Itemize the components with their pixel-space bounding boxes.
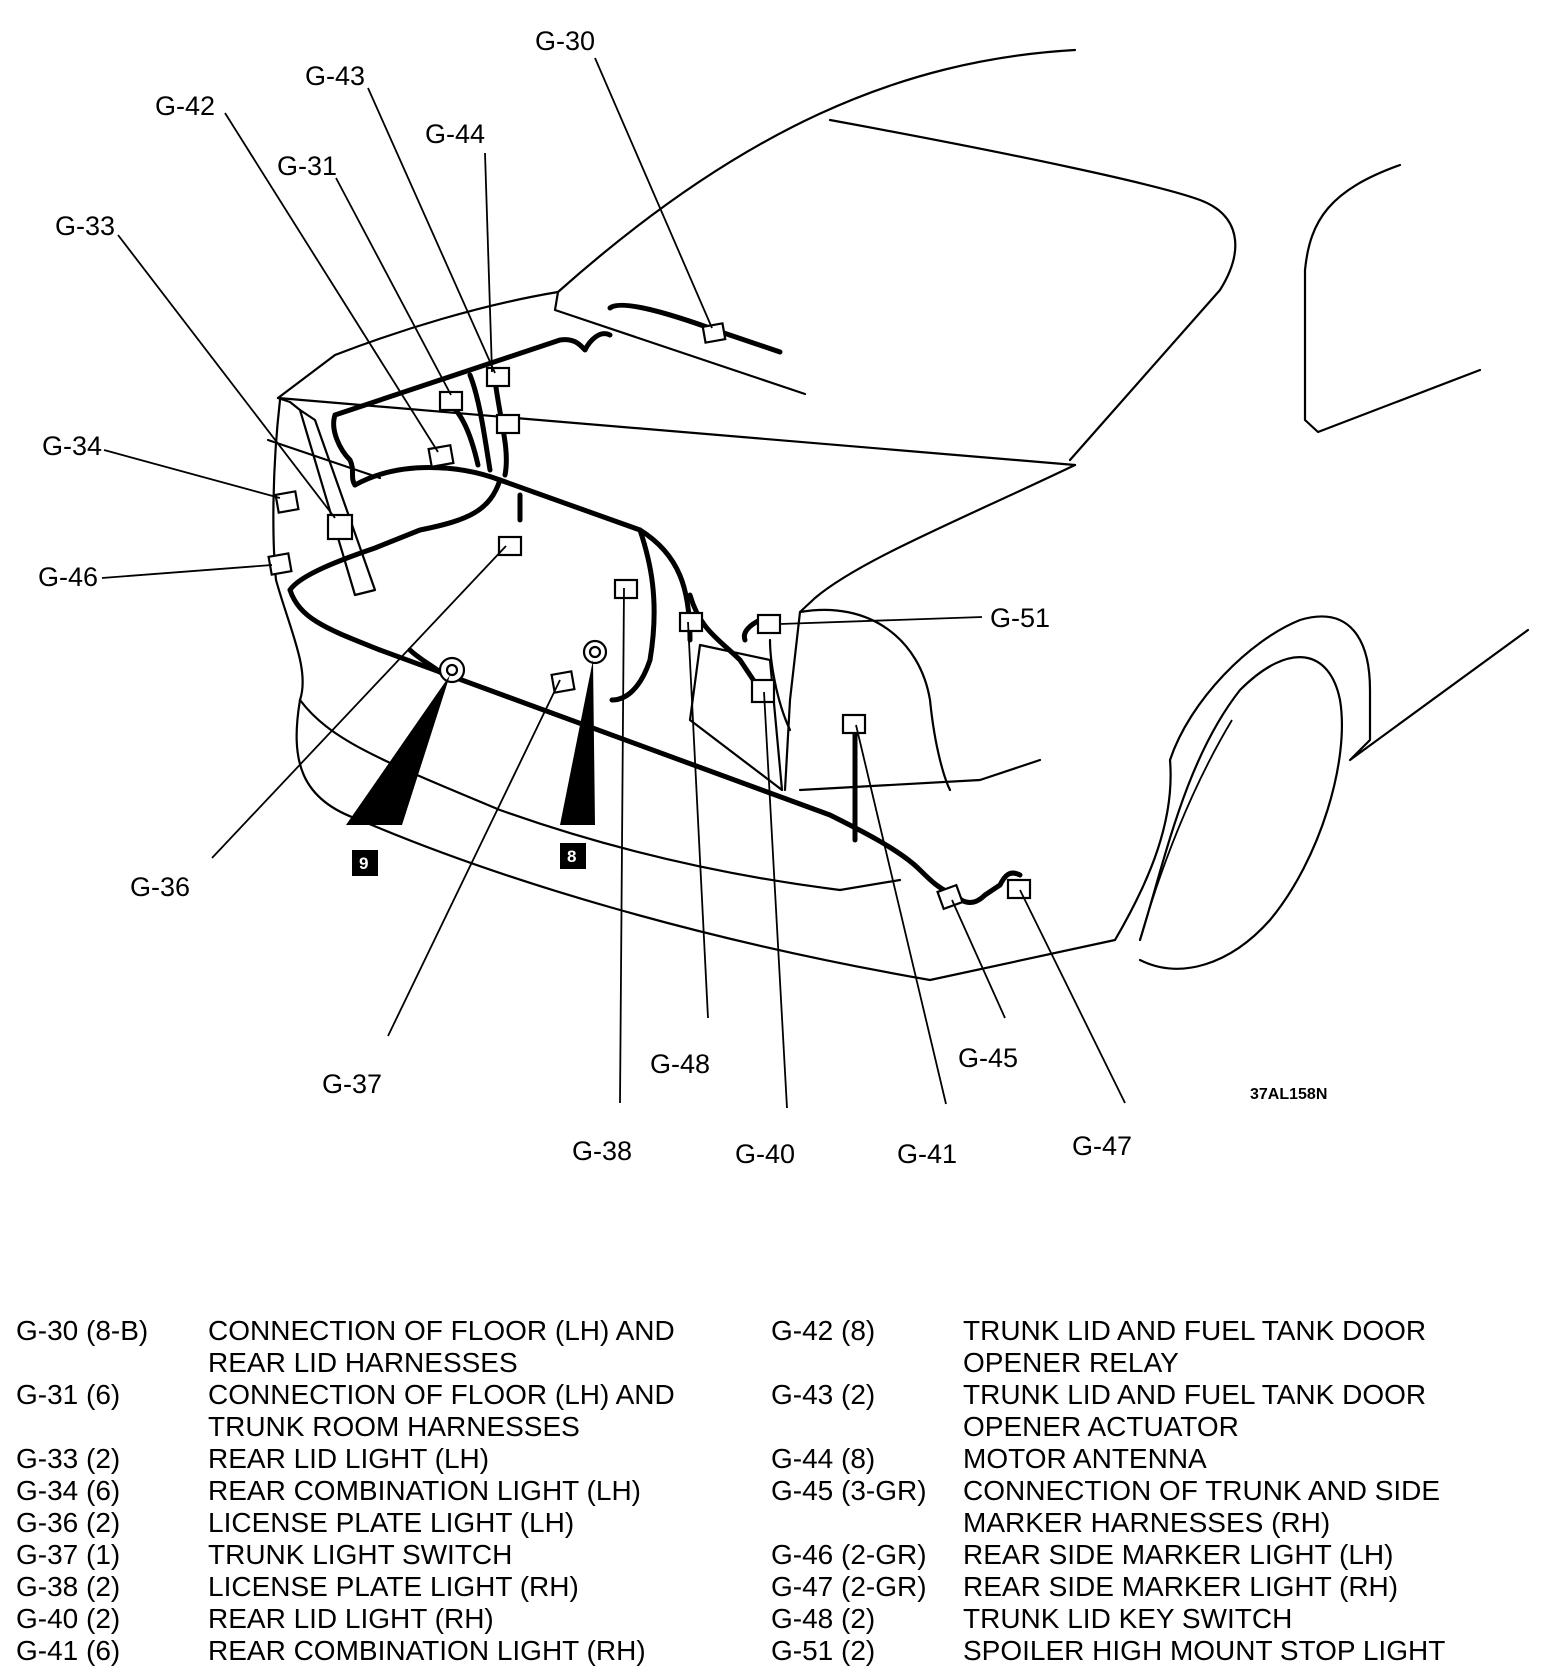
- legend-connector-description: CONNECTION OF FLOOR (LH) AND REAR LID HA…: [208, 1315, 675, 1378]
- callout-g37: G-37: [322, 1069, 382, 1099]
- legend-row: G-33 (2) REAR LID LIGHT (LH): [16, 1443, 706, 1475]
- callout-g38: G-38: [572, 1136, 632, 1166]
- legend-connector-description: TRUNK LID AND FUEL TANK DOOR OPENER ACTU…: [963, 1379, 1427, 1442]
- badge-8: 8: [560, 843, 586, 869]
- legend-connector-code: G-44 (8): [771, 1443, 876, 1474]
- legend-connector-description: REAR COMBINATION LIGHT (LH): [208, 1475, 642, 1506]
- legend-connector-code: G-43 (2): [771, 1379, 876, 1410]
- connectors: [267, 322, 1032, 911]
- legend-connector-code: G-36 (2): [16, 1507, 121, 1538]
- legend-row: G-48 (2) TRUNK LID KEY SWITCH: [771, 1603, 1471, 1635]
- callout-g41: G-41: [897, 1139, 957, 1169]
- legend-connector-description: REAR LID LIGHT (LH): [208, 1443, 490, 1474]
- callout-g46: G-46: [38, 562, 98, 592]
- callout-g42: G-42: [155, 91, 215, 121]
- legend-row: G-42 (8) TRUNK LID AND FUEL TANK DOOR OPE…: [771, 1315, 1471, 1379]
- legend-row: G-37 (1) TRUNK LIGHT SWITCH: [16, 1539, 706, 1571]
- legend-connector-description: TRUNK LID AND FUEL TANK DOOR OPENER RELA…: [963, 1315, 1427, 1378]
- legend-connector-description: TRUNK LID KEY SWITCH: [963, 1603, 1293, 1634]
- leader-lines: [101, 57, 1126, 1109]
- legend-row: G-36 (2) LICENSE PLATE LIGHT (LH): [16, 1507, 706, 1539]
- legend-connector-description: LICENSE PLATE LIGHT (LH): [208, 1507, 575, 1538]
- legend-connector-code: G-51 (2): [771, 1635, 876, 1666]
- legend-connector-code: G-38 (2): [16, 1571, 121, 1602]
- legend-connector-description: LICENSE PLATE LIGHT (RH): [208, 1571, 579, 1602]
- callout-g34: G-34: [42, 431, 102, 461]
- pointer-triangles: [346, 660, 595, 825]
- callout-g43: G-43: [305, 61, 365, 91]
- legend-connector-code: G-46 (2-GR): [771, 1539, 927, 1570]
- legend-connector-code: G-40 (2): [16, 1603, 121, 1634]
- legend-connector-description: MOTOR ANTENNA: [963, 1443, 1207, 1474]
- badge-8-label: 8: [567, 847, 576, 866]
- legend-row: G-46 (2-GR) REAR SIDE MARKER LIGHT (LH): [771, 1539, 1471, 1571]
- legend-row: G-34 (6) REAR COMBINATION LIGHT (LH): [16, 1475, 706, 1507]
- callout-g45: G-45: [958, 1043, 1018, 1073]
- callout-g48: G-48: [650, 1049, 710, 1079]
- legend-connector-code: G-30 (8-B): [16, 1315, 149, 1346]
- callout-g31: G-31: [277, 151, 337, 181]
- legend-connector-code: G-48 (2): [771, 1603, 876, 1634]
- legend-connector-description: REAR LID LIGHT (RH): [208, 1603, 494, 1634]
- wiring-diagram: G-30 G-43 G-42 G-44 G-31 G-33 G-34 G-46 …: [38, 26, 1530, 1169]
- legend-connector-code: G-47 (2-GR): [771, 1571, 927, 1602]
- legend-connector-code: G-33 (2): [16, 1443, 121, 1474]
- legend-connector-code: G-37 (1): [16, 1539, 121, 1570]
- callout-g30: G-30: [535, 26, 595, 56]
- callout-g44: G-44: [425, 119, 485, 149]
- legend-connector-description: REAR SIDE MARKER LIGHT (RH): [963, 1571, 1399, 1602]
- legend-row: G-30 (8-B) CONNECTION OF FLOOR (LH) AND R…: [16, 1315, 706, 1379]
- drawing-code: 37AL158N: [1250, 1086, 1327, 1103]
- wiring-diagram-svg: G-30 G-43 G-42 G-44 G-31 G-33 G-34 G-46 …: [38, 26, 1530, 1169]
- legend-row: G-43 (2) TRUNK LID AND FUEL TANK DOOR OPE…: [771, 1379, 1471, 1443]
- legend-connector-description: CONNECTION OF FLOOR (LH) AND TRUNK ROOM …: [208, 1379, 675, 1442]
- legend-row: G-47 (2-GR) REAR SIDE MARKER LIGHT (RH): [771, 1571, 1471, 1603]
- legend-connector-code: G-42 (8): [771, 1315, 876, 1346]
- callout-labels: G-30 G-43 G-42 G-44 G-31 G-33 G-34 G-46 …: [38, 26, 1132, 1169]
- legend-connector-code: G-31 (6): [16, 1379, 121, 1410]
- callout-g47: G-47: [1072, 1131, 1132, 1161]
- legend-right-column: G-42 (8) TRUNK LID AND FUEL TANK DOOR OPE…: [771, 1315, 1471, 1667]
- legend-row: G-38 (2) LICENSE PLATE LIGHT (RH): [16, 1571, 706, 1603]
- badge-9: 9: [352, 850, 378, 876]
- legend-row: G-31 (6) CONNECTION OF FLOOR (LH) AND TRU…: [16, 1379, 706, 1443]
- legend-connector-code: G-45 (3-GR): [771, 1475, 927, 1506]
- legend-connector-description: TRUNK LIGHT SWITCH: [208, 1539, 513, 1570]
- callout-g33: G-33: [55, 211, 115, 241]
- callout-g51: G-51: [990, 603, 1050, 633]
- legend-connector-description: SPOILER HIGH MOUNT STOP LIGHT: [963, 1635, 1446, 1666]
- car-body-outline: [266, 48, 1530, 982]
- legend-row: G-45 (3-GR) CONNECTION OF TRUNK AND SIDE …: [771, 1475, 1471, 1539]
- callout-g36: G-36: [130, 872, 190, 902]
- legend-row: G-44 (8) MOTOR ANTENNA: [771, 1443, 1471, 1475]
- legend-left-column: G-30 (8-B) CONNECTION OF FLOOR (LH) AND R…: [16, 1315, 706, 1667]
- legend-connector-code: G-34 (6): [16, 1475, 121, 1506]
- badge-9-label: 9: [359, 854, 368, 873]
- legend-connector-description: CONNECTION OF TRUNK AND SIDE MARKER HARN…: [963, 1475, 1441, 1538]
- legend-row: G-41 (6) REAR COMBINATION LIGHT (RH): [16, 1635, 706, 1667]
- legend-connector-description: REAR COMBINATION LIGHT (RH): [208, 1635, 646, 1666]
- legend-row: G-40 (2) REAR LID LIGHT (RH): [16, 1603, 706, 1635]
- callout-g40: G-40: [735, 1139, 795, 1169]
- legend-row: G-51 (2) SPOILER HIGH MOUNT STOP LIGHT: [771, 1635, 1471, 1667]
- legend-connector-description: REAR SIDE MARKER LIGHT (LH): [963, 1539, 1394, 1570]
- legend-connector-code: G-41 (6): [16, 1635, 121, 1666]
